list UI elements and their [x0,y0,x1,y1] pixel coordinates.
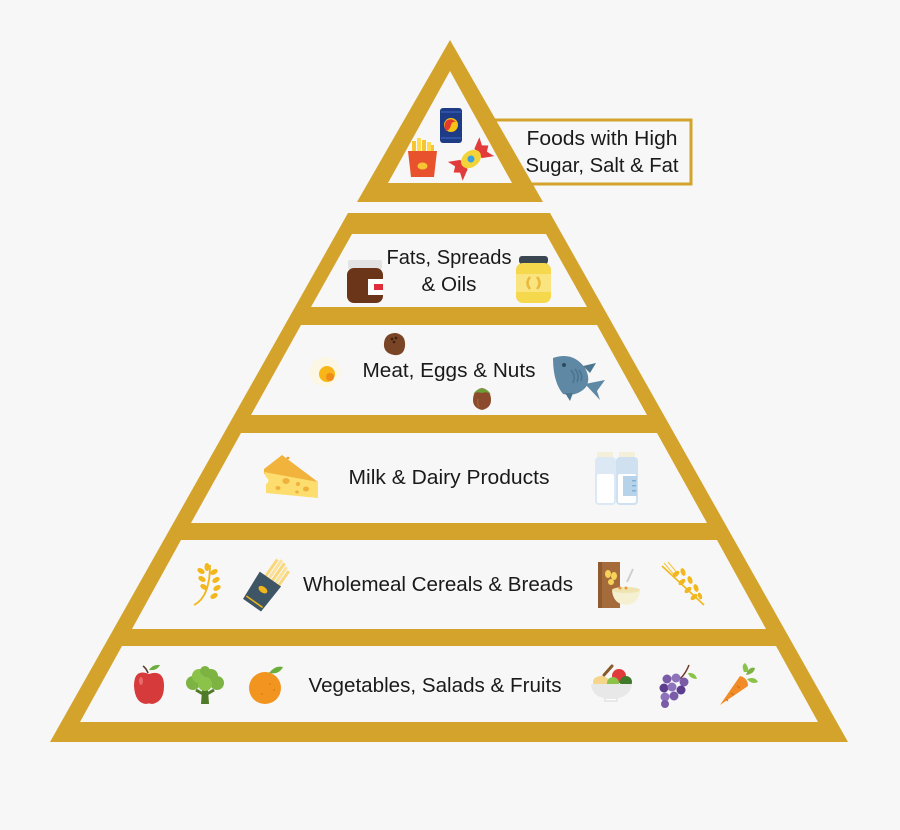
tier-meat-band [251,325,647,415]
tier-fats-label-line-1: Fats, Spreads [387,247,512,269]
wheat-ear-icon [661,561,705,606]
grapes-icon [659,664,697,708]
candy-icon [447,137,495,181]
tier-meat-label: Meat, Eggs & Nuts [363,360,536,382]
carrot-icon [720,663,758,705]
tier-milk-band [191,433,707,523]
fried-egg-icon [310,357,342,387]
tier-milk-label: Milk & Dairy Products [349,467,550,489]
fish-icon [553,355,605,401]
salad-bowl-icon [591,664,632,702]
soda-can-icon [440,108,462,143]
chocolate-spread-jar-icon [347,260,383,303]
cereal-box-bowl-icon [598,562,640,608]
tier-fats-label-line-2: & Oils [422,274,477,296]
breadsticks-pack-icon [243,558,290,612]
apple-icon [134,664,164,704]
hazelnut-icon [473,388,491,410]
pyramid-base-frame [50,213,848,742]
butter-jar-icon [516,256,551,303]
nut-icon [383,333,406,356]
french-fries-icon [408,138,437,177]
wheat-sprig-icon [193,563,221,606]
tier-top-label-line-1: Foods with High [527,128,678,150]
tier-vegetables-label: Vegetables, Salads & Fruits [309,675,562,697]
broccoli-icon [186,666,224,704]
orange-icon [249,666,283,704]
tier-top-label-line-2: Sugar, Salt & Fat [526,155,679,177]
milk-bottles-icon [595,452,638,505]
tier-cereals-label: Wholemeal Cereals & Breads [303,574,573,596]
cheese-icon [264,455,318,498]
